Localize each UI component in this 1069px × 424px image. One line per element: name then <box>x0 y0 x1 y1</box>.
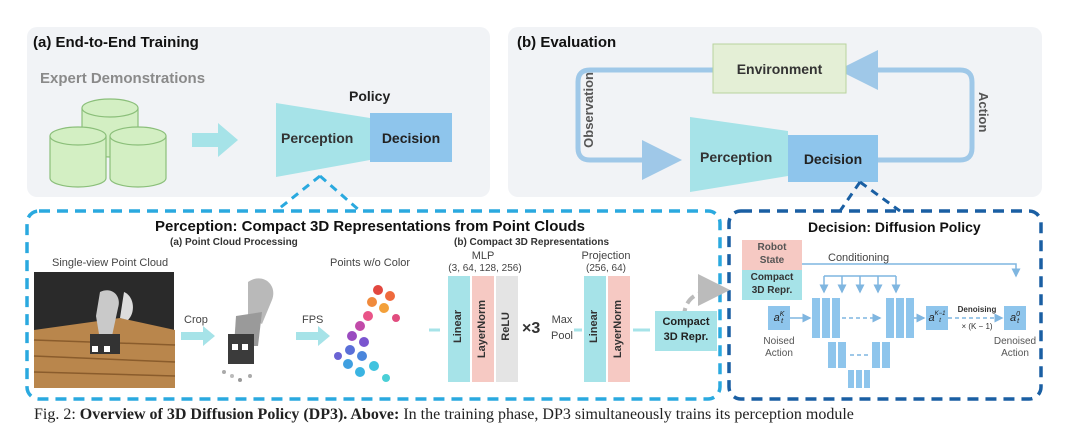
mlp-label: MLP <box>471 250 495 262</box>
point-cloud-image <box>33 272 176 388</box>
crop-label: Crop <box>184 314 208 326</box>
conditioning-label: Conditioning <box>828 252 890 264</box>
proj-dims-label: (256, 64) <box>585 263 627 274</box>
proj-linear-label: Linear <box>588 310 600 344</box>
subtitle-a: (a) Point Cloud Processing <box>170 237 298 248</box>
training-perception-shape <box>276 103 370 177</box>
decision-compact-box <box>742 270 802 300</box>
a-0-box <box>1004 306 1026 330</box>
colored-point-cloud <box>334 285 400 382</box>
decision-panel-title: Decision: Diffusion Policy <box>808 219 981 235</box>
training-title: (a) End-to-End Training <box>33 34 199 51</box>
state-label: State <box>759 255 785 266</box>
mlp-dims-label: (3, 64, 128, 256) <box>448 263 522 274</box>
repr-label: 3D Repr. <box>663 331 709 343</box>
times3-label: ×3 <box>522 320 541 337</box>
caption-rest: In the training phase, DP3 simultaneousl… <box>399 406 854 423</box>
training-decision-box <box>370 113 452 162</box>
decision-dashed-panel <box>727 209 1043 401</box>
noised-label: Noised <box>763 336 795 347</box>
perception-panel-title: Perception: Compact 3D Representations f… <box>154 218 586 235</box>
linear-label: Linear <box>452 310 464 344</box>
proj-layernorm-block <box>608 276 630 382</box>
caption-bold: Overview of 3D Diffusion Policy (DP3). A… <box>79 406 400 423</box>
denoised-label: Denoised <box>993 336 1037 347</box>
database-icon <box>49 98 167 188</box>
expert-demonstrations-label: Expert Demonstrations <box>40 70 206 87</box>
policy-label: Policy <box>349 88 391 104</box>
denoising-label: Denoising <box>957 305 997 314</box>
compact-repr-box <box>655 311 717 351</box>
denoised-action-label: Action <box>1001 348 1029 359</box>
points-wo-color-label: Points w/o Color <box>330 257 411 269</box>
decision-compact-label: Compact <box>750 272 794 283</box>
pool-label: Pool <box>550 330 574 342</box>
subtitle-b: (b) Compact 3D Representations <box>454 237 610 248</box>
eval-perception-label: Perception <box>700 149 773 165</box>
action-label: Action <box>976 92 991 133</box>
fps-label: FPS <box>302 314 324 326</box>
robot-state-box <box>742 240 802 270</box>
environment-label: Environment <box>736 60 823 77</box>
layernorm-block <box>472 276 494 382</box>
relu-label: ReLU <box>500 312 512 341</box>
evaluation-title: (b) Evaluation <box>517 34 617 51</box>
observation-label: Observation <box>581 72 596 148</box>
times-k-label: × (K − 1) <box>961 322 993 331</box>
training-perception-label: Perception <box>281 130 354 146</box>
environment-box <box>712 43 847 94</box>
proj-linear-block <box>584 276 606 382</box>
eval-decision-box <box>788 135 878 182</box>
relu-block <box>496 276 518 382</box>
eval-perception-shape <box>690 117 788 192</box>
perception-dashed-panel <box>25 209 722 401</box>
max-label: Max <box>551 314 573 326</box>
layernorm-label: LayerNorm <box>476 300 488 359</box>
figure-caption: Fig. 2: Overview of 3D Diffusion Policy … <box>34 406 854 424</box>
single-view-label: Single-view Point Cloud <box>52 257 169 269</box>
cropped-point-cloud <box>222 278 274 382</box>
unet-blocks <box>812 298 914 388</box>
training-decision-label: Decision <box>381 129 441 146</box>
noised-action-label: Action <box>765 348 793 359</box>
caption-prefix: Fig. 2: <box>34 406 80 423</box>
training-arrow-icon <box>192 123 238 157</box>
a-k1-box <box>926 306 948 330</box>
eval-decision-label: Decision <box>803 150 863 167</box>
proj-layernorm-label: LayerNorm <box>612 300 624 359</box>
linear-block <box>448 276 470 382</box>
compact-label: Compact <box>662 316 710 328</box>
robot-label: Robot <box>757 242 787 253</box>
a-k-box <box>768 306 790 330</box>
projection-label: Projection <box>581 250 631 262</box>
decision-repr-label: 3D Repr. <box>751 285 793 296</box>
